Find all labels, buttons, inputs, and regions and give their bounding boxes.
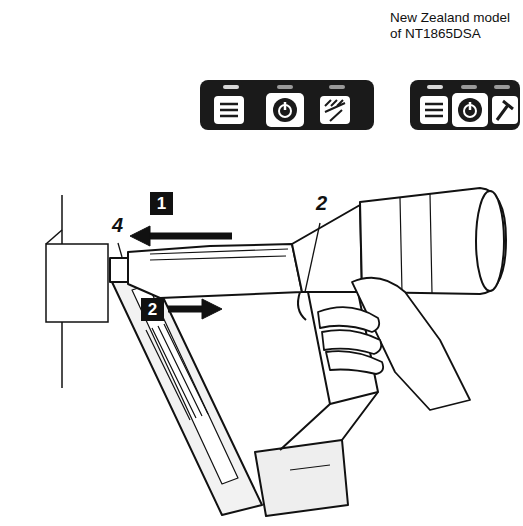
step-box: 2 xyxy=(141,298,164,321)
step-number: 1 xyxy=(157,194,166,214)
model-note: New Zealand model of NT1865DSA xyxy=(390,10,520,42)
step-box: 1 xyxy=(150,192,173,215)
control-panel-nz xyxy=(410,80,520,130)
workpiece xyxy=(46,195,108,388)
hand xyxy=(318,278,470,410)
control-panel xyxy=(200,80,374,130)
leader-lines xyxy=(118,223,320,292)
nailer-body xyxy=(110,188,506,516)
callout-number: 4 xyxy=(112,214,123,237)
callout-number: 2 xyxy=(316,192,327,215)
step-number: 2 xyxy=(148,300,157,320)
